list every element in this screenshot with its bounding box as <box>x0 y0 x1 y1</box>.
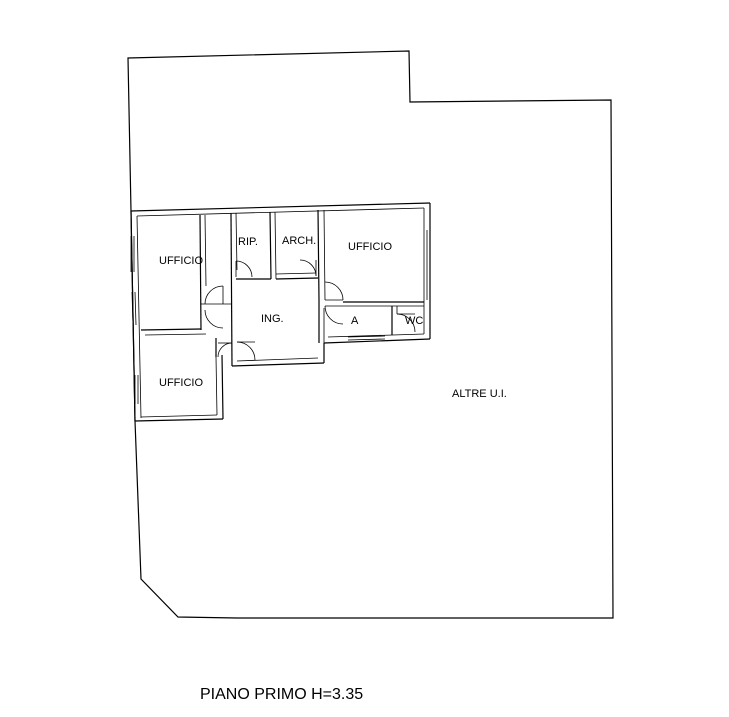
room-label-ufficio-3: UFFICIO <box>159 377 203 389</box>
room-label-ufficio-1: UFFICIO <box>159 255 203 267</box>
building-outline <box>127 50 614 619</box>
doors <box>201 259 416 361</box>
room-label-wc: WC <box>405 315 423 327</box>
windows <box>130 230 431 404</box>
interior-partitions <box>140 209 424 367</box>
room-label-a: A <box>351 315 359 327</box>
office-unit-walls <box>130 202 431 422</box>
room-label-rip: RIP. <box>238 236 258 248</box>
room-label-ufficio-2: UFFICIO <box>348 241 392 253</box>
room-label-ing: ING. <box>261 313 284 325</box>
room-label-altre-ui: ALTRE U.I. <box>452 388 507 400</box>
room-label-arch: ARCH. <box>282 235 316 247</box>
plan-caption: PIANO PRIMO H=3.35 <box>200 686 363 703</box>
